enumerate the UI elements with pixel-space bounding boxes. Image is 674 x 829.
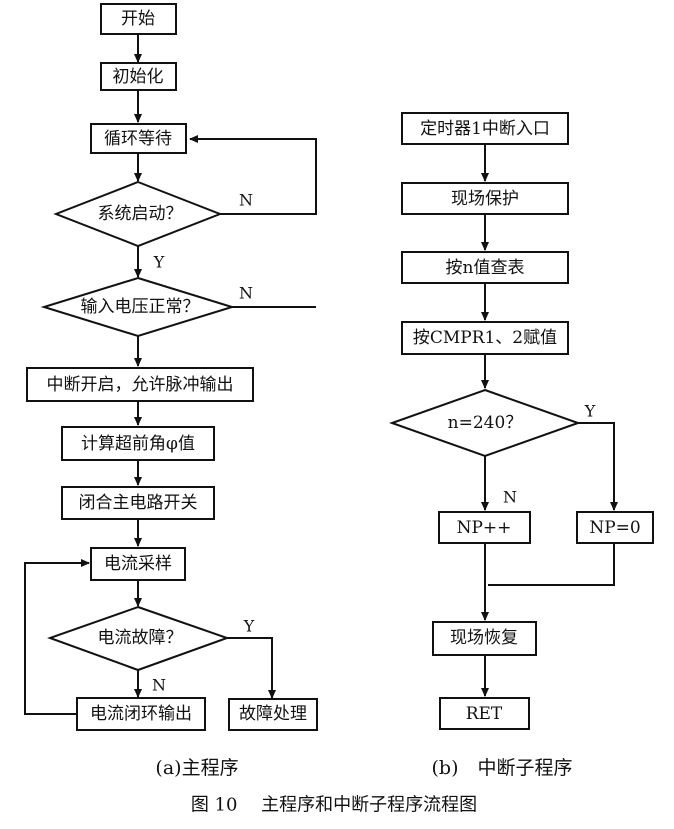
branch-label-n: N <box>239 284 253 303</box>
caption-main-program: (a)主程序 <box>155 757 238 779</box>
branch-label-y: Y <box>243 617 255 636</box>
branch-label-n: N <box>503 488 517 507</box>
enable-interrupt-label: 中断开启，允许脉冲输出 <box>47 375 234 395</box>
calc-phi-box <box>61 426 215 461</box>
np-reset-label: NP=0 <box>589 518 640 538</box>
isr-entry-label: 定时器1中断入口 <box>420 119 550 139</box>
decision-input-voltage <box>40 276 236 338</box>
save-context-label: 现场保护 <box>451 189 519 209</box>
n-240-question: n=240？ <box>448 413 523 433</box>
current-fault-question: 电流故障？ <box>98 628 183 648</box>
ret-box <box>439 697 530 730</box>
system-start-question: 系统启动？ <box>98 204 183 224</box>
restore-context-box <box>432 621 537 656</box>
lookup-table-label: 按n值查表 <box>446 258 525 278</box>
np-increment-box <box>438 511 531 544</box>
close-switch-box <box>61 486 215 520</box>
connector <box>578 422 618 511</box>
loop-back-connector <box>24 559 90 715</box>
fault-handling-label: 故障处理 <box>239 704 307 724</box>
start-box <box>100 3 177 35</box>
closed-loop-output-box <box>76 697 206 731</box>
init-label: 初始化 <box>113 67 164 87</box>
wait-box <box>90 123 187 154</box>
fault-handling-box <box>228 698 318 731</box>
branch-label-y: Y <box>153 253 165 272</box>
np-reset-box <box>576 511 654 544</box>
closed-loop-output-label: 电流闭环输出 <box>90 704 192 724</box>
lookup-table-box <box>401 251 569 284</box>
loop-back-connector <box>189 135 317 215</box>
current-sampling-box <box>90 547 186 581</box>
input-voltage-question: 输入电压正常？ <box>81 297 200 317</box>
isr-entry-box <box>401 112 569 145</box>
decision-system-start <box>53 180 223 248</box>
cmpr-assign-label: 按CMPR1、2赋值 <box>413 328 557 348</box>
current-sampling-label: 电流采样 <box>104 554 172 574</box>
branch-label-n: N <box>152 676 166 695</box>
init-box <box>100 62 177 91</box>
save-context-box <box>401 182 569 215</box>
ret-label: RET <box>466 704 503 724</box>
caption-interrupt-program: (b) 中断子程序 <box>432 757 573 779</box>
figure-title: 图 10 主程序和中断子程序流程图 <box>191 795 477 816</box>
wait-label: 循环等待 <box>104 129 172 149</box>
cmpr-assign-box <box>401 321 569 355</box>
enable-interrupt-box <box>26 367 254 402</box>
close-switch-label: 闭合主电路开关 <box>79 493 198 513</box>
calc-phi-label: 计算超前角φ值 <box>81 434 195 454</box>
decision-n-240 <box>389 388 581 458</box>
start-label: 开始 <box>121 9 155 29</box>
decision-current-fault <box>47 605 230 672</box>
np-increment-label: NP++ <box>457 518 512 538</box>
branch-label-y: Y <box>584 402 596 421</box>
connector <box>488 543 615 586</box>
restore-context-label: 现场恢复 <box>450 628 518 648</box>
branch-label-n: N <box>239 191 253 210</box>
connector <box>227 637 276 699</box>
